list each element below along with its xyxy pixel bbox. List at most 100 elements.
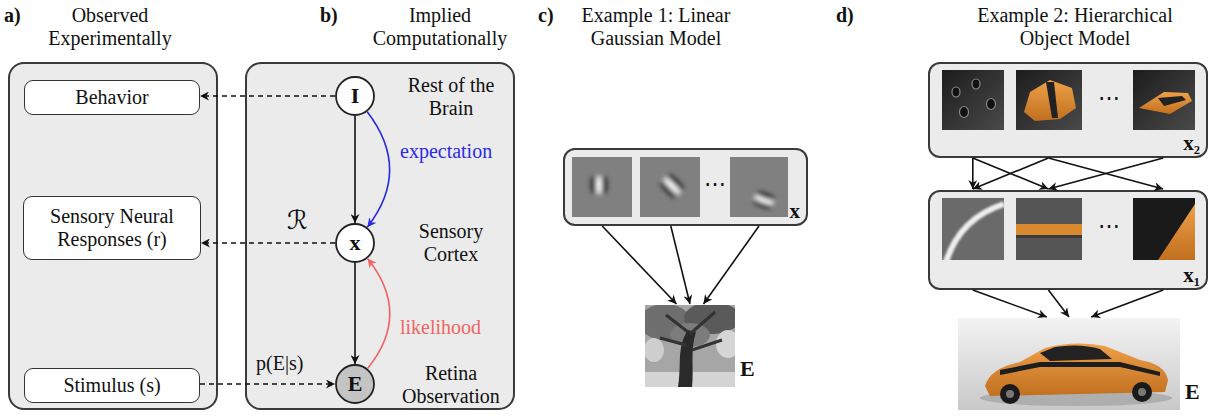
box-label: Behavior [75,86,148,109]
variable-circle: x [335,223,375,263]
gabor-patch [590,176,596,194]
connector [355,116,356,223]
arrow-line [972,158,974,189]
part-image [1046,82,1058,118]
measure-box: Sensory Neural Responses (r) [23,196,201,260]
car-photo [1000,384,1020,404]
tree-photo [716,330,735,358]
gabor-patch [658,180,678,200]
panel-heading: Implied Computationally [355,4,525,50]
car-photo [958,318,1180,410]
edge-feature-image [946,204,1004,260]
car-photo [1000,362,1160,376]
variable-symbol: E [740,357,755,381]
tree-photo [645,305,735,387]
feature-group: x [563,148,808,226]
part-image [942,70,1004,130]
ellipsis: ⋯ [1086,86,1132,109]
car-photo [980,390,1172,406]
part-image [960,107,969,118]
connector [973,290,1163,317]
panel-letter: d) [836,4,854,27]
connector [367,112,389,227]
gabor-patch [657,171,687,201]
gabor-patch [755,189,776,201]
dashed-arrow [201,242,335,244]
gabor-patch [572,157,632,217]
arrow-line [973,290,1047,317]
gabor-patch [596,175,602,195]
part-image [1016,70,1082,130]
part-image [1139,92,1192,114]
car-photo [1132,382,1152,402]
panel-box: Observed ExperimentallyBehaviorSensory N… [8,62,218,410]
panel-letter: b) [320,4,338,27]
edge-feature-image [1133,198,1195,260]
circle-shape [336,224,374,262]
box-label: Sensory Neural Responses (r) [32,205,192,251]
edge-feature-image [1016,235,1082,238]
arrow-line [1048,158,1163,189]
gabor-patch [640,157,700,217]
image-node: E [645,305,735,387]
arrow-line [354,116,356,223]
part-image [1016,70,1082,130]
connector [200,384,335,385]
gabor-patch [752,198,773,210]
variable-symbol: x₁ [1183,263,1200,287]
gabor-patch [590,175,608,195]
gabor-patch [657,171,687,201]
gabor-patch [590,175,608,195]
edge-feature-image [1016,224,1082,235]
arrow-line [354,263,356,364]
edge-label: likelihood [398,316,483,339]
edge-feature-image [946,204,1004,260]
part-image [952,87,960,97]
panel-letter: c) [538,4,554,27]
arrow-line [671,226,690,304]
ellipsis: ⋯ [1086,214,1132,237]
variable-symbol: E [1185,380,1200,404]
panel-heading: Observed Experimentally [25,4,195,50]
gabor-patch [666,172,686,192]
circle-shape [336,77,374,115]
edge-label: p(E|s) [254,352,305,375]
tree-photo [645,305,735,387]
panel-title: Example 2: Hierarchical Object Model [962,4,1188,50]
image-node: E [958,318,1180,410]
dashed-arrow [200,95,335,97]
panel-title: Example 1: Linear Gaussian Model [565,4,747,50]
connector [602,226,759,304]
gabor-patch [602,176,608,194]
tree-photo [678,330,696,387]
gabor-patch [753,193,776,206]
part-image [1158,96,1186,106]
gabor-patch [640,157,700,217]
edge-feature-image [1016,198,1082,260]
connector [368,259,390,369]
connector [973,158,1163,189]
observed-circle: E [335,364,375,404]
edge-feature-image [1133,198,1195,260]
gabor-patch [661,175,682,196]
arrow-line [1091,290,1163,317]
connector [200,96,335,97]
edge-label: ℛ [285,206,310,235]
variable-symbol: x [350,231,361,255]
gabor-patch [730,157,788,217]
box-label: Stimulus (s) [63,374,160,397]
variable-symbol: x₂ [1183,131,1200,155]
arrow-line [704,226,760,304]
tree-photo [684,305,735,334]
variable-symbol: E [348,372,363,396]
gabor-patch [730,157,788,217]
node-caption: Retina Observation [398,362,504,408]
part-image [987,99,996,110]
edge-feature-image [942,198,1004,260]
car-photo [1138,388,1146,396]
measure-box: Stimulus (s) [24,368,200,403]
feature-group: x₂ [928,62,1208,158]
ellipsis: ⋯ [700,172,730,195]
